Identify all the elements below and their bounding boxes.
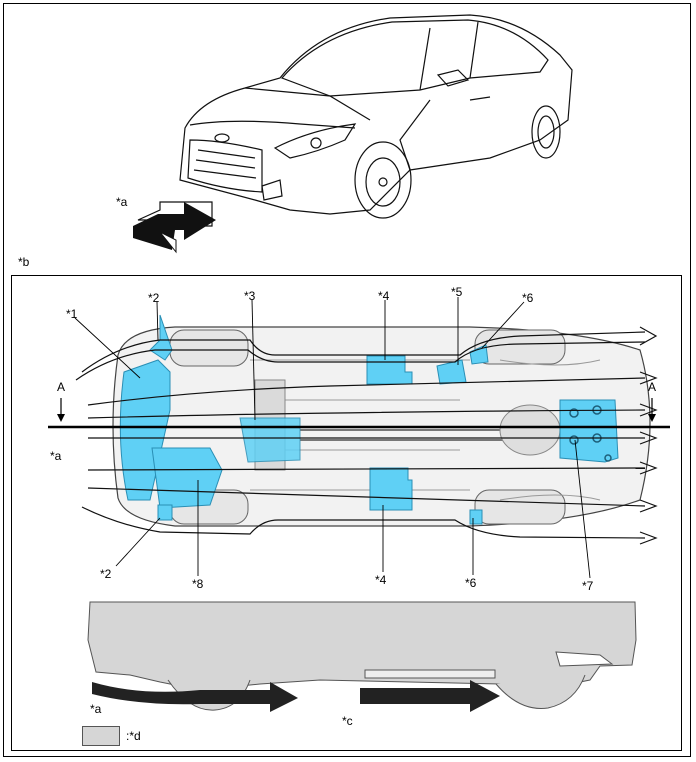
- label-section-A-right: A: [648, 380, 657, 394]
- label-a-left: *a: [50, 449, 62, 463]
- label-part-2-top: *2: [148, 291, 160, 305]
- label-b: *b: [18, 255, 30, 269]
- side-section-view: [87, 601, 637, 712]
- label-part-2-bottom: *2: [100, 567, 112, 581]
- label-a-car: *a: [116, 195, 128, 209]
- label-part-4-bottom: *4: [375, 573, 387, 587]
- outer-frame: [3, 3, 691, 757]
- label-part-3: *3: [244, 289, 256, 303]
- legend-swatch: [82, 726, 120, 746]
- label-part-4-top: *4: [378, 289, 390, 303]
- label-section-A-left: A: [57, 380, 66, 394]
- car-perspective: [179, 14, 573, 219]
- label-part-1: *1: [66, 307, 78, 321]
- label-c: *c: [342, 714, 353, 728]
- underbody-panel: [11, 275, 682, 751]
- label-part-5: *5: [451, 285, 463, 299]
- underbody-view: [112, 314, 651, 527]
- leader-lines: [74, 297, 591, 579]
- label-a-side: *a: [90, 702, 102, 716]
- legend-label: :*d: [126, 729, 141, 743]
- label-part-6-bottom: *6: [465, 576, 477, 590]
- label-part-8: *8: [192, 577, 204, 591]
- view-direction-arrow: [133, 201, 216, 254]
- label-part-7: *7: [582, 579, 594, 593]
- section-line-A: [48, 398, 670, 429]
- label-part-6-top: *6: [522, 291, 534, 305]
